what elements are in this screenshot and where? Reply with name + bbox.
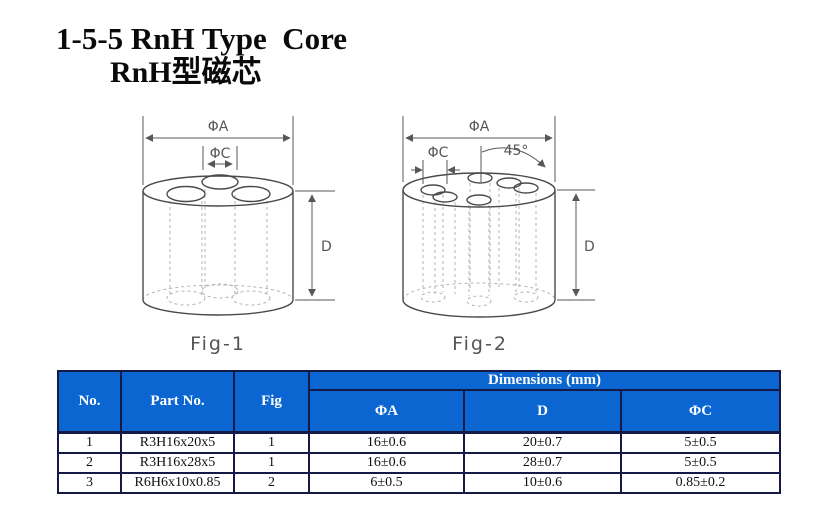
table-header-row-1: No. Part No. Fig Dimensions (mm) [57, 370, 782, 434]
cell-no: 3 [57, 472, 122, 494]
cell-part-no: R3H16x28x5 [120, 452, 235, 474]
cell-phi-a: 16±0.6 [308, 452, 465, 474]
cell-fig: 2 [233, 472, 310, 494]
col-header-fig: Fig [233, 370, 310, 434]
fig1-drawing: ΦA ΦC D Fig-1 [142, 116, 335, 355]
cell-fig: 1 [233, 452, 310, 474]
title-chinese: RnH型磁芯 [110, 56, 262, 89]
table-row: 1 R3H16x20x5 1 16±0.6 20±0.7 5±0.5 [57, 431, 782, 454]
col-header-dimensions: Dimensions (mm) [307, 370, 782, 391]
fig2-angle-label: 45° [504, 143, 529, 159]
fig1-outline [142, 174, 294, 316]
cell-no: 2 [57, 452, 122, 474]
cell-no: 1 [57, 431, 122, 454]
col-header-no: No. [57, 370, 122, 434]
fig1-dim-d-lines [295, 190, 335, 301]
fig2-drawing: ΦA ΦC 45° D Fig-2 [402, 116, 595, 355]
fig1-dim-c-label: ΦC [210, 146, 231, 162]
fig1-hidden-lines [142, 189, 294, 306]
col-header-phi-a: ΦA [308, 389, 465, 434]
fig2-dim-c-lines [411, 160, 460, 184]
cell-phi-c: 5±0.5 [619, 431, 782, 454]
fig1-caption: Fig-1 [190, 333, 246, 355]
table-header-row-2: ΦA D ΦC [58, 389, 782, 434]
cell-phi-c: 5±0.5 [619, 452, 782, 474]
fig2-dim-a-label: ΦA [469, 119, 490, 135]
fig1-dim-d-label: D [321, 239, 332, 255]
cell-part-no: R6H6x10x0.85 [120, 472, 235, 494]
cell-part-no: R3H16x20x5 [120, 431, 235, 454]
col-header-phi-c: ΦC [619, 389, 782, 434]
cell-fig: 1 [233, 431, 310, 454]
spec-table: No. Part No. Fig Dimensions (mm) ΦA D ΦC… [57, 370, 782, 494]
cell-phi-a: 6±0.5 [308, 472, 465, 494]
fig2-outline [402, 172, 556, 318]
fig2-angle-lines [480, 146, 546, 182]
fig1-dim-a-lines [142, 116, 294, 185]
cell-d: 10±0.6 [463, 472, 622, 494]
fig2-dim-d-label: D [584, 239, 595, 255]
table-row: 2 R3H16x28x5 1 16±0.6 28±0.7 5±0.5 [57, 452, 782, 474]
page-title: 1-5-5 RnH Type Core RnH型磁芯 [56, 21, 348, 90]
fig2-hidden-lines [402, 183, 556, 307]
col-header-part-no: Part No. [120, 370, 235, 434]
fig2-dim-a-lines [402, 116, 556, 182]
title-english: 1-5-5 RnH Type Core [56, 21, 348, 56]
cell-d: 20±0.7 [463, 431, 622, 454]
cell-phi-c: 0.85±0.2 [619, 472, 782, 494]
col-header-d: D [463, 389, 622, 434]
fig1-dim-c-lines [202, 146, 238, 170]
fig1-dim-a-label: ΦA [208, 119, 229, 135]
cell-phi-a: 16±0.6 [308, 431, 465, 454]
fig2-caption: Fig-2 [452, 333, 508, 355]
cell-d: 28±0.7 [463, 452, 622, 474]
fig2-dim-d-lines [557, 189, 595, 301]
table-row: 3 R6H6x10x0.85 2 6±0.5 10±0.6 0.85±0.2 [57, 472, 782, 494]
fig2-dim-c-label: ΦC [428, 145, 449, 161]
